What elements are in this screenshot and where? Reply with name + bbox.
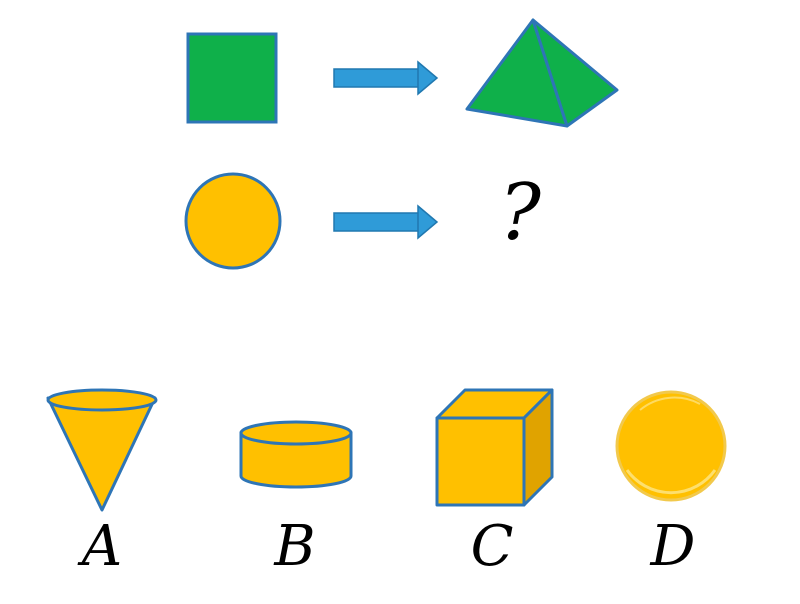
arrow-right-icon — [333, 60, 439, 96]
option-a-label[interactable]: A — [81, 514, 123, 579]
option-c-cube[interactable] — [435, 388, 554, 507]
option-d-sphere[interactable] — [615, 390, 727, 502]
option-b-label[interactable]: B — [274, 514, 316, 579]
option-d-label[interactable]: D — [650, 514, 696, 579]
option-a-cone[interactable] — [46, 388, 158, 512]
option-c-label[interactable]: C — [470, 514, 514, 579]
green-square — [186, 32, 278, 124]
arrow-right-icon — [333, 204, 439, 240]
option-b-cylinder[interactable] — [239, 420, 353, 489]
yellow-circle — [184, 172, 282, 270]
unknown-shape-question-mark: ? — [499, 168, 541, 258]
green-pyramid — [465, 18, 619, 128]
